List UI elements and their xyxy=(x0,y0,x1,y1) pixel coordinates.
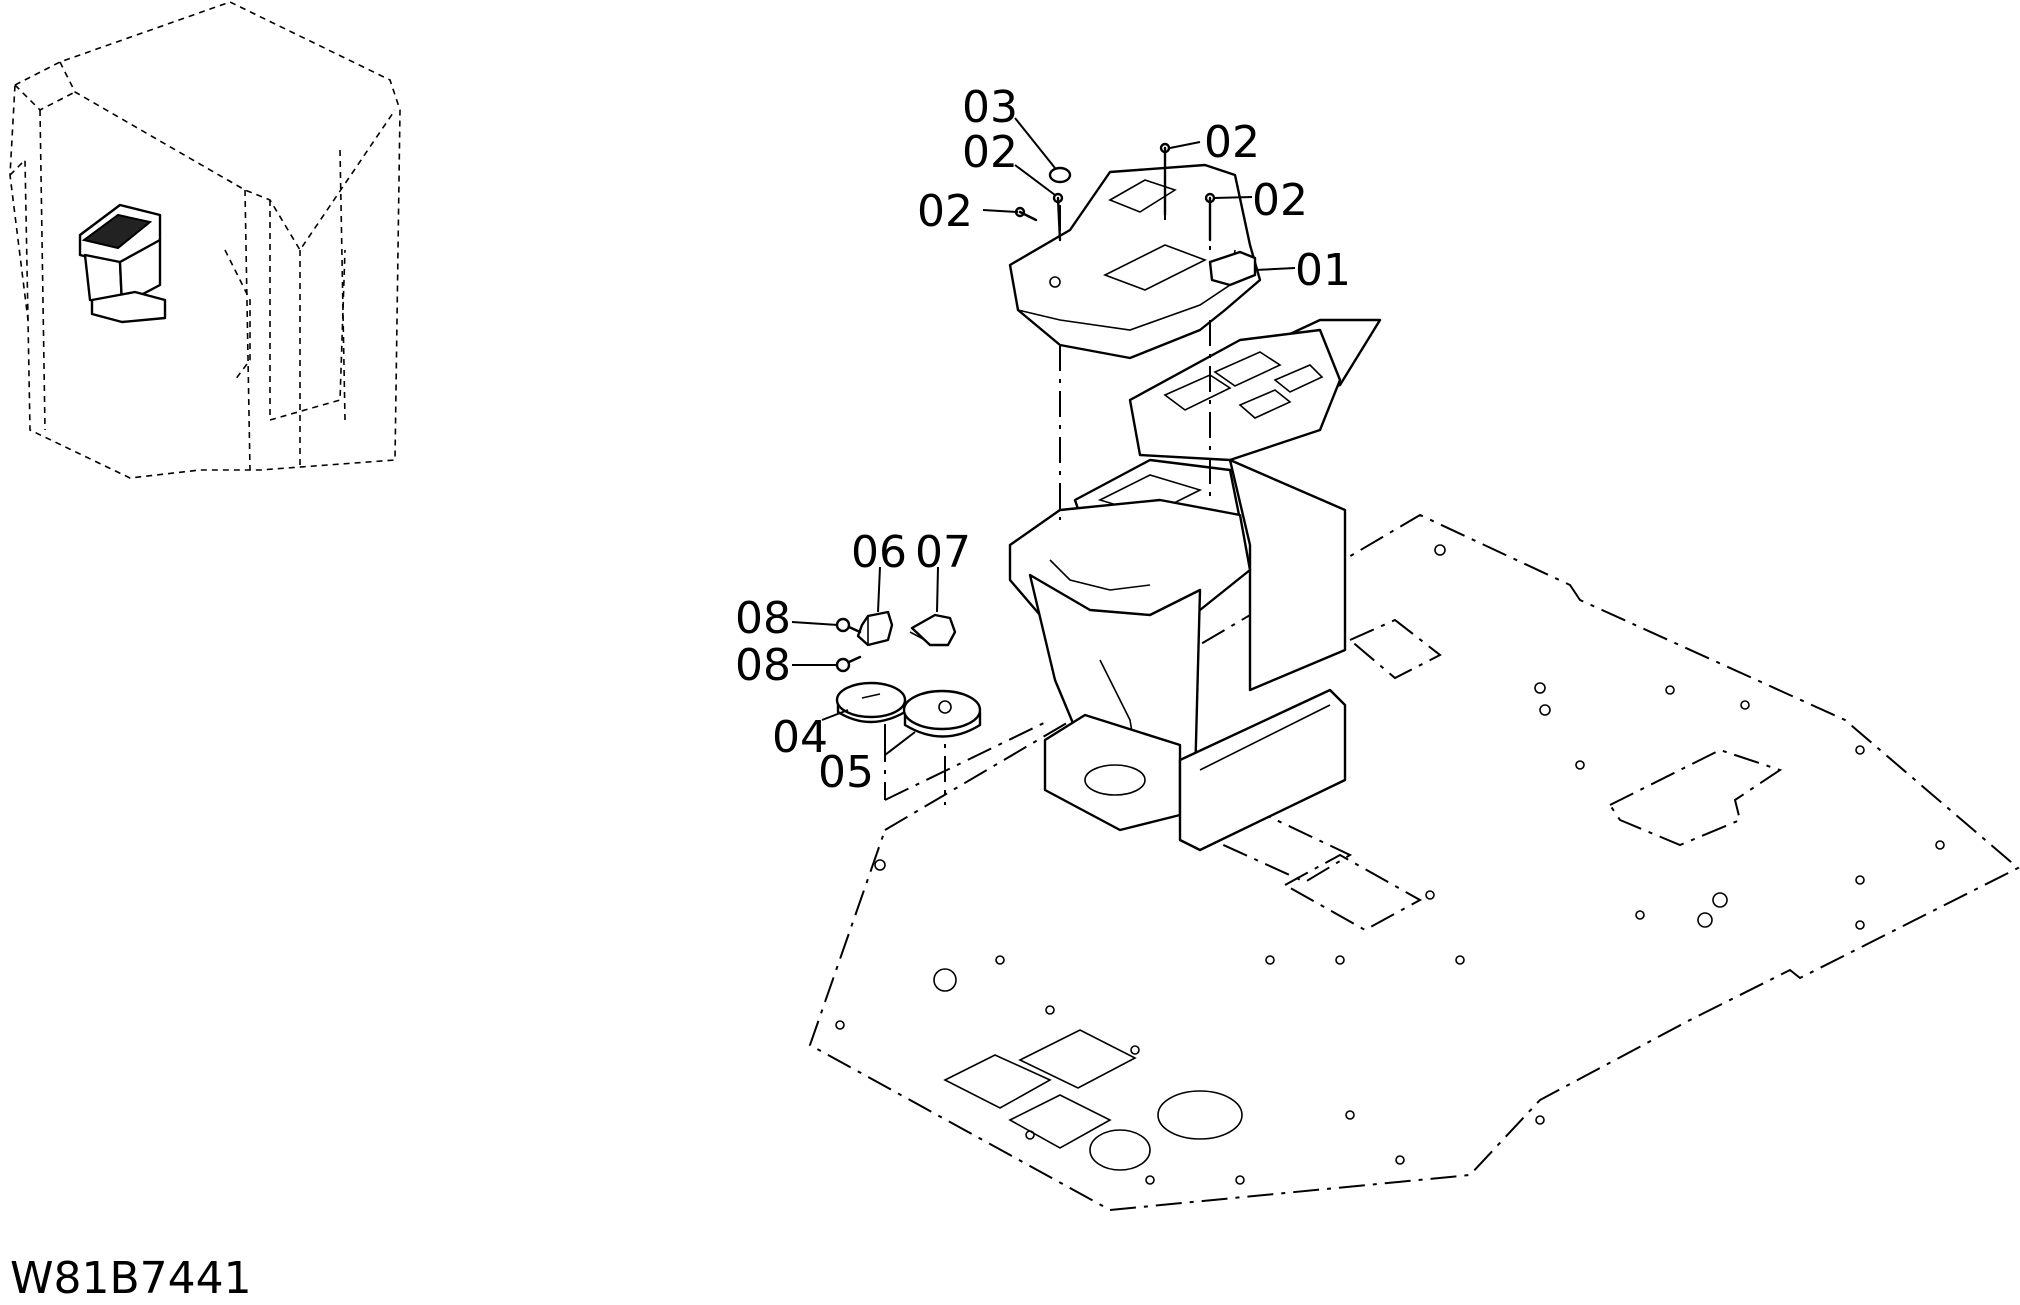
bolt-part-08-upper xyxy=(835,617,862,634)
clamp-part-07 xyxy=(909,613,957,647)
callout-03: 03 xyxy=(962,82,1018,133)
leader-07 xyxy=(936,566,939,613)
leader-05b xyxy=(884,731,916,756)
screws-part-02 xyxy=(1014,142,1216,242)
figure-id: W81B7441 xyxy=(10,1253,252,1304)
screw-02-mid xyxy=(1052,192,1064,242)
console-location-marker xyxy=(78,203,167,324)
small-parts-group xyxy=(835,610,982,738)
screw-02-left xyxy=(1014,206,1038,222)
floor-plate xyxy=(808,513,2020,1212)
leader-08a xyxy=(791,621,839,626)
callout-02-right: 02 xyxy=(1252,175,1308,226)
screw-02-top xyxy=(1159,142,1171,217)
leader-06 xyxy=(877,566,881,613)
callout-02-left: 02 xyxy=(917,186,973,237)
cap-part-03 xyxy=(1048,166,1072,184)
leader-02b xyxy=(1014,164,1056,196)
callout-04: 04 xyxy=(772,712,828,763)
callout-labels: 03 02 02 02 02 01 06 07 08 08 04 05 xyxy=(735,82,1351,798)
callout-01: 01 xyxy=(1295,245,1351,296)
plug-part-04 xyxy=(835,681,907,724)
callout-08-upper: 08 xyxy=(735,593,791,644)
leader-01 xyxy=(1254,267,1296,271)
callout-08-lower: 08 xyxy=(735,640,791,691)
callout-02-upper-right: 02 xyxy=(1204,117,1260,168)
callout-06: 06 xyxy=(851,527,907,578)
bolt-part-08-lower xyxy=(835,655,862,673)
callout-02-upper-left: 02 xyxy=(962,127,1018,178)
console-assembly xyxy=(1008,318,1382,852)
leader-lines xyxy=(791,117,1296,756)
callout-05: 05 xyxy=(818,747,874,798)
cover-part-01 xyxy=(1008,163,1262,360)
leader-02d xyxy=(1213,196,1253,199)
cab-locator-inset xyxy=(9,1,401,479)
leader-02c xyxy=(1169,141,1201,149)
leader-04 xyxy=(821,709,849,721)
leader-02a xyxy=(982,209,1019,213)
clamp-part-06 xyxy=(856,610,894,647)
leader-03 xyxy=(1014,117,1056,169)
callout-07: 07 xyxy=(915,527,971,578)
plug-part-05 xyxy=(902,689,982,738)
